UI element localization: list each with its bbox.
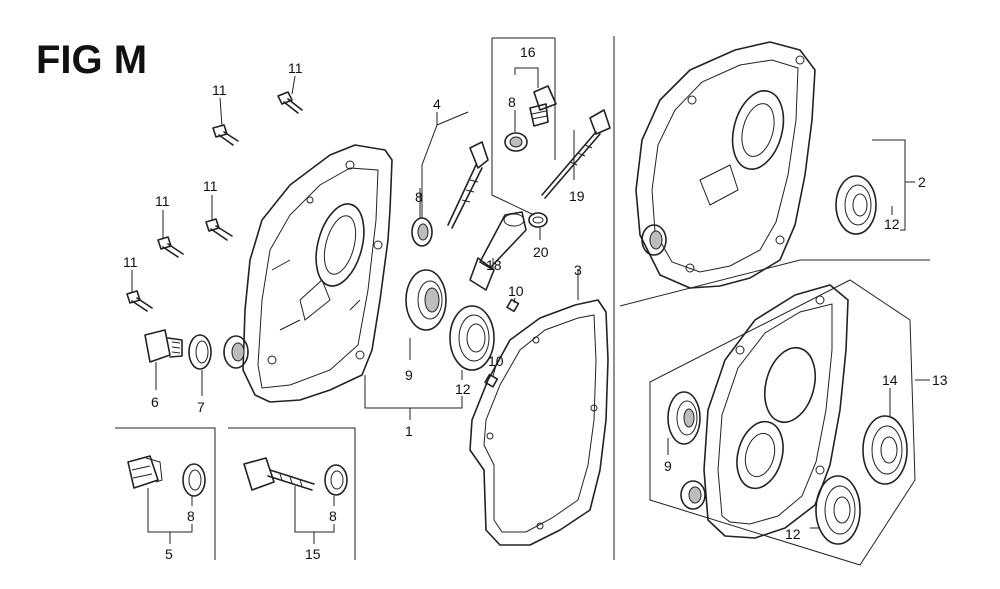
o-ring-8b (411, 217, 433, 247)
crankcase-cover-1 (242, 144, 393, 403)
label-8a: 8 (508, 94, 516, 110)
figure-title: FIG M (36, 38, 147, 82)
label-4: 4 (433, 96, 441, 112)
gasket-3 (469, 299, 609, 546)
label-11c: 11 (203, 178, 218, 194)
dowel-pin-10b (484, 373, 499, 388)
washer-8d (324, 464, 348, 496)
bearing-12b (835, 175, 877, 235)
bolt-11e (126, 290, 153, 312)
label-9b: 9 (664, 458, 672, 474)
washer-7 (188, 334, 212, 370)
label-19: 19 (569, 188, 585, 204)
section-dividers (115, 36, 930, 560)
filler-neck-18 (469, 211, 527, 291)
label-8d: 8 (329, 508, 337, 524)
label-8b: 8 (415, 189, 423, 205)
dipstick-19 (541, 109, 611, 199)
label-2: 2 (918, 174, 926, 190)
label-10b: 10 (488, 353, 504, 369)
label-14: 14 (882, 372, 898, 388)
bolt-11d (157, 236, 184, 258)
bearing-12c (815, 475, 861, 545)
label-12c: 12 (785, 526, 801, 542)
washer-8c (182, 463, 206, 497)
label-3: 3 (574, 262, 582, 278)
label-11a: 11 (288, 60, 303, 76)
oil-seal-9b (667, 391, 701, 445)
o-ring-20 (528, 212, 548, 228)
label-5: 5 (165, 546, 173, 562)
label-1: 1 (405, 423, 413, 439)
label-6: 6 (151, 394, 159, 410)
oil-plug-6 (144, 329, 183, 363)
dipstick-4 (447, 141, 489, 229)
label-12a: 12 (455, 381, 471, 397)
label-11d: 11 (155, 193, 170, 209)
drain-plug-15 (243, 457, 315, 491)
label-13: 13 (932, 372, 948, 388)
leader-lines (131, 67, 930, 544)
label-12b: 12 (884, 216, 900, 232)
label-10a: 10 (508, 283, 524, 299)
label-16: 16 (520, 44, 536, 60)
label-8c: 8 (187, 508, 195, 524)
assembly-13-outline (649, 279, 916, 566)
oil-seal-9 (405, 269, 447, 331)
label-11b: 11 (212, 82, 227, 98)
bearing-12a (449, 305, 495, 371)
crankcase-cover-13 (680, 284, 849, 539)
o-ring-8a (504, 132, 528, 152)
label-20: 20 (533, 244, 549, 260)
part-labels: 11 11 11 11 11 16 8 4 8 19 20 18 3 10 10… (123, 44, 948, 562)
bolt-11c (205, 218, 233, 241)
bearing-14 (862, 415, 908, 485)
bolt-11-group (126, 91, 303, 312)
crankcase-cover-2 (635, 41, 816, 289)
drain-plug-5 (127, 455, 163, 489)
dowel-pin-10a (506, 298, 520, 313)
label-11e: 11 (123, 254, 138, 270)
bolt-11b (212, 124, 239, 146)
label-15: 15 (305, 546, 321, 562)
label-7: 7 (197, 399, 205, 415)
label-18: 18 (486, 257, 502, 273)
oil-seal-small (223, 335, 249, 369)
bolt-11a (277, 91, 303, 114)
label-9a: 9 (405, 367, 413, 383)
cap-16 (529, 85, 557, 127)
